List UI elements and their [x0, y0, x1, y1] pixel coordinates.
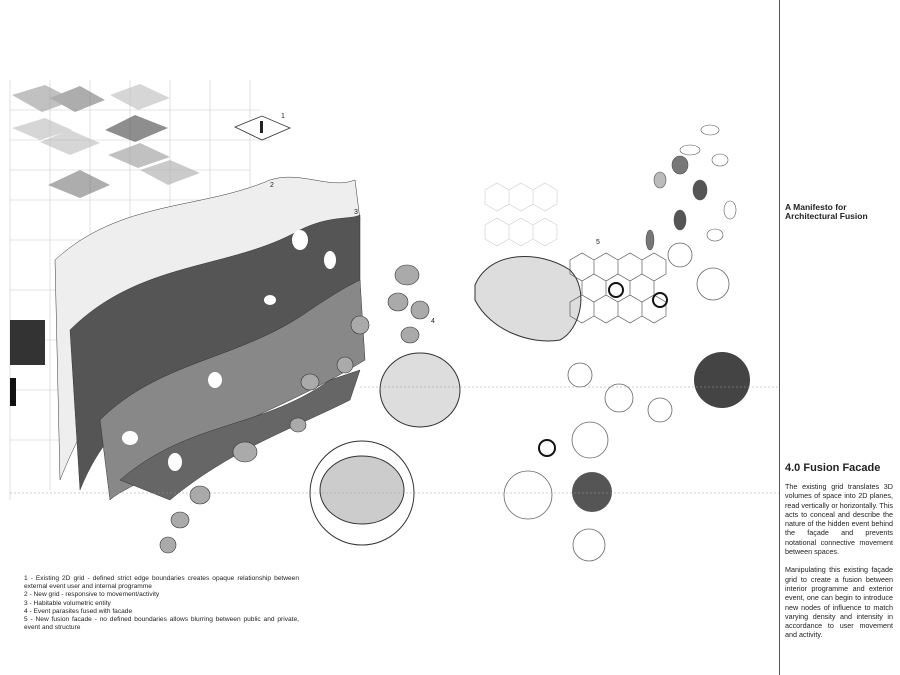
influence-nodes — [503, 242, 730, 562]
wavy-mesh — [54, 176, 366, 501]
label-3: 3 — [354, 209, 358, 216]
label-5: 5 — [596, 239, 600, 246]
grid-tiles — [12, 84, 200, 198]
section-body: The existing grid translates 3D volumes … — [785, 482, 893, 649]
section-heading: 4.0 Fusion Facade — [785, 462, 881, 474]
label-4: 4 — [431, 318, 435, 325]
title-line-1: A Manifesto for — [785, 202, 847, 212]
paragraph: Manipulating this existing façade grid t… — [785, 565, 893, 640]
legend: 1 - Existing 2D grid - defined strict ed… — [24, 575, 299, 632]
legend-item: 5 - New fusion facade - no defined bound… — [24, 616, 299, 632]
microscope-image — [694, 352, 750, 408]
title-line-2: Architectural Fusion — [785, 211, 868, 221]
fusion-facade-illustration — [9, 80, 780, 562]
paragraph: The existing grid translates 3D volumes … — [785, 482, 893, 557]
event-parasites — [159, 264, 430, 554]
label-2: 2 — [270, 182, 274, 189]
cell-ellipses — [645, 124, 737, 251]
legend-item: 1 - Existing 2D grid - defined strict ed… — [24, 575, 299, 591]
legend-item: 2 - New grid - responsive to movement/ac… — [24, 591, 160, 599]
microscope-image-small — [572, 472, 612, 512]
legend-item: 4 - Event parasites fused with facade — [24, 607, 133, 615]
divider — [779, 0, 780, 675]
legend-item: 3 - Habitable volumetric entity — [24, 599, 111, 607]
page-title: A Manifesto for Architectural Fusion — [785, 203, 895, 221]
label-1: 1 — [281, 113, 285, 120]
